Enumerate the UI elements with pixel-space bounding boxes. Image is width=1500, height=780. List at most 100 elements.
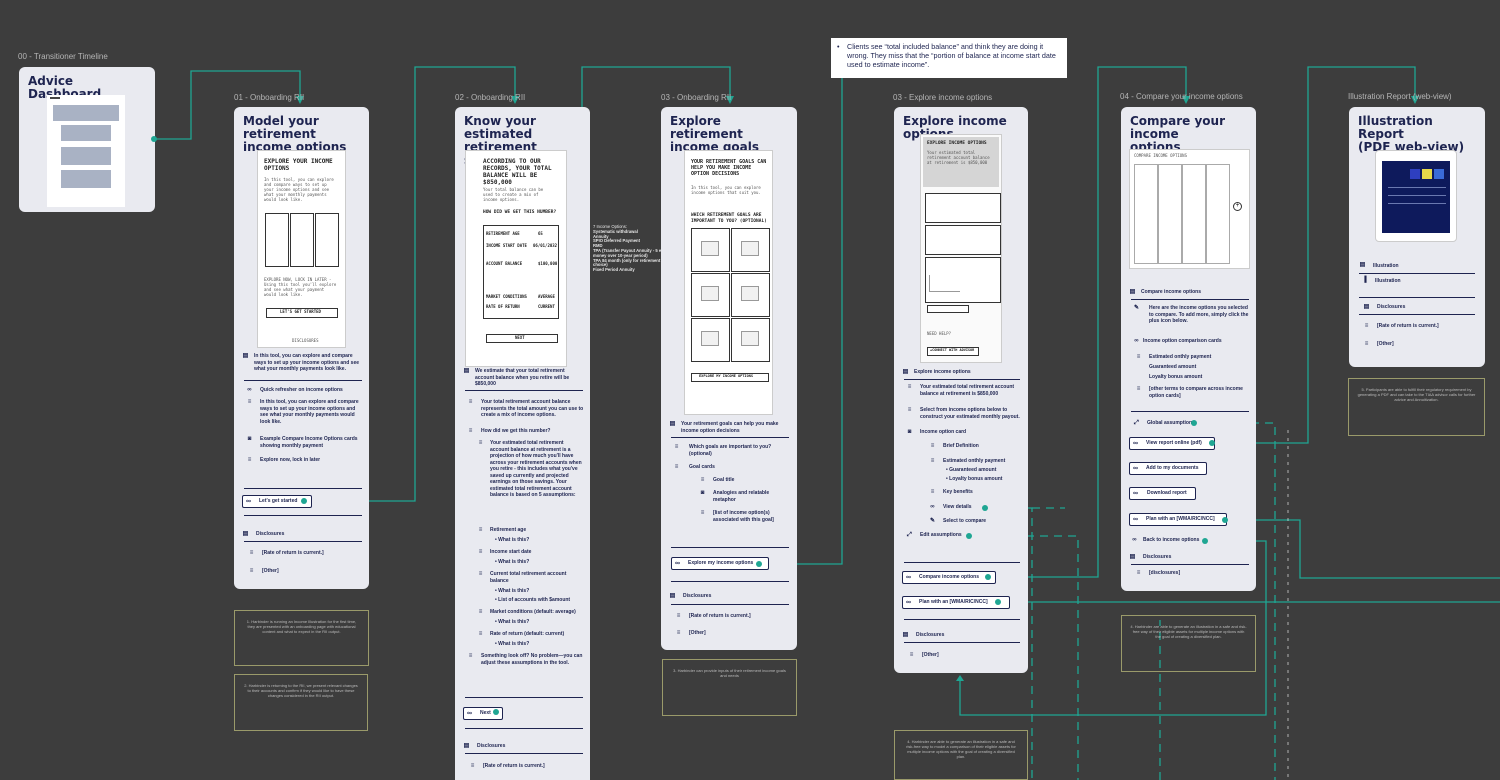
- f2-wire-val-1: 65: [538, 231, 543, 236]
- compare-income-options-button[interactable]: ∞Compare income options: [902, 571, 996, 584]
- note-2: 2. Harbinder is returning to the RII, we…: [234, 674, 368, 731]
- income-option-7: Fixed Period Annuity: [593, 267, 635, 273]
- f6-disc-1: [Rate of return is current.]: [1377, 323, 1439, 329]
- f2-wire-val-4: AVERAGE: [538, 294, 555, 299]
- connector-dot: [995, 599, 1001, 605]
- frame-illustration-report[interactable]: Illustration Report (PDF web-view) ▤ Ill…: [1349, 107, 1485, 367]
- f5-item-5: Loyalty bonus amount: [1149, 374, 1203, 380]
- f6-disclosures: Disclosures: [1377, 304, 1406, 310]
- f1-wireframe: EXPLORE YOUR INCOME OPTIONS In this tool…: [257, 150, 346, 348]
- pencil-icon: ✎: [929, 518, 936, 524]
- f1-item-1: Quick refresher on income options: [260, 387, 343, 393]
- list-icon: ≡: [930, 443, 935, 449]
- f3-disclosures: Disclosures: [683, 593, 712, 599]
- add-to-my-documents-button[interactable]: ∞Add to my documents: [1129, 462, 1207, 475]
- f5-disc-1: [disclosures]: [1149, 570, 1181, 576]
- list-icon: ≡: [700, 510, 705, 516]
- income-option-1: Systematic withdrawal: [593, 228, 638, 234]
- document-icon: ▤: [1359, 262, 1366, 268]
- link-icon: ∞: [1133, 490, 1138, 497]
- pencil-icon: ✎: [1133, 305, 1140, 311]
- f4-item-2: Select from income options below to cons…: [920, 407, 1020, 420]
- download-report-button[interactable]: ∞Download report: [1129, 487, 1196, 500]
- f3-disc-2: [Other]: [689, 630, 706, 636]
- f5-wireframe: COMPARE INCOME OPTIONS +: [1129, 149, 1250, 269]
- f5-item-7[interactable]: Global assumptions: [1147, 420, 1195, 426]
- camera-icon: ◙: [700, 490, 705, 496]
- f3-wire-heading: YOUR RETIREMENT GOALS CAN HELP YOU MAKE …: [691, 159, 767, 177]
- f3-item-3: Goal title: [713, 477, 735, 483]
- f2-cta-label: Next: [480, 710, 491, 716]
- f1-item-4: Explore now, lock in later: [260, 457, 321, 463]
- f1-cta-label: Let's get started: [259, 498, 298, 504]
- f6-item-2: Illustration: [1375, 278, 1401, 284]
- research-callout: • Clients see “total included balance” a…: [831, 38, 1067, 78]
- frame-label-transitioner: 00 - Transitioner Timeline: [18, 52, 108, 61]
- f4-item-5: Estimated onthly payment: [943, 458, 1006, 464]
- lets-get-started-button[interactable]: ∞Let's get started: [242, 495, 312, 508]
- f4-item-10[interactable]: Select to compare: [943, 518, 987, 524]
- frame-model-income-options[interactable]: Model your retirement income options EXP…: [234, 107, 369, 589]
- connector-dot: [756, 561, 762, 567]
- view-report-online-button[interactable]: ∞View report online (pdf): [1129, 437, 1215, 450]
- list-icon: ≡: [1136, 354, 1141, 360]
- f2-wire-row-5: RATE OF RETURN: [486, 304, 520, 309]
- connector-dot: [1209, 440, 1215, 446]
- document-icon: ▤: [463, 368, 470, 374]
- income-option-6: TPA 84 month (only for retirement choice…: [593, 257, 661, 268]
- link-icon: ∞: [906, 599, 911, 606]
- f4-wireframe: EXPLORE INCOME OPTIONS Your estimated to…: [920, 134, 1002, 363]
- f1-intro: In this tool, you can explore and compar…: [254, 353, 360, 372]
- f1-wire-button: LET'S GET STARTED: [280, 309, 321, 314]
- list-icon: ≡: [470, 763, 475, 769]
- link-icon: ∞: [1132, 537, 1137, 543]
- frame-compare-income-options[interactable]: Compare your income options COMPARE INCO…: [1121, 107, 1256, 591]
- link-icon: ∞: [930, 504, 935, 510]
- explore-my-income-options-button[interactable]: ∞Explore my income options: [671, 557, 769, 570]
- f2-item-1: Your total retirement account balance re…: [481, 399, 584, 418]
- f6-title: Illustration Report (PDF web-view): [1358, 114, 1465, 154]
- list-icon: ≡: [468, 399, 473, 405]
- f2-item-13: Rate of return (default: current): [490, 631, 565, 637]
- list-icon: ≡: [478, 571, 483, 577]
- list-icon: ≡: [478, 527, 483, 533]
- note-1: 1. Harbinder is running an Income Illust…: [234, 610, 369, 666]
- document-icon: ▤: [242, 353, 249, 359]
- f4-item-11[interactable]: Edit assumptions: [920, 532, 962, 538]
- link-icon: ∞: [1133, 465, 1138, 472]
- f3-item-4: Analogies and relatable metaphor: [713, 490, 770, 503]
- f4-item-3: Income option card: [920, 429, 967, 435]
- list-icon: ≡: [247, 399, 252, 405]
- back-to-income-options-link[interactable]: Back to income options: [1143, 537, 1200, 543]
- income-option-2: Annuity: [593, 233, 609, 239]
- f5-item-2: Income option comparison cards: [1143, 338, 1222, 344]
- f2-wire-heading: ACCORDING TO OUR RECORDS, YOUR TOTAL BAL…: [483, 158, 552, 186]
- list-icon: ≡: [1136, 386, 1141, 392]
- connector-dot: [301, 498, 307, 504]
- list-icon: ≡: [907, 407, 912, 413]
- frame-estimated-savings[interactable]: Know your estimated retirement savings A…: [455, 107, 590, 780]
- f1-disc-2: [Other]: [262, 568, 279, 574]
- f4-item-9[interactable]: View details: [943, 504, 972, 510]
- plan-with-advisor-button-2[interactable]: ∞Plan with an [WMA/RIC/NCC]: [1129, 513, 1227, 526]
- plus-icon[interactable]: +: [1233, 202, 1242, 211]
- f1-disclosures: Disclosures: [256, 531, 285, 537]
- f2-item-2: How did we get this number?: [481, 428, 551, 434]
- connector-dot: [966, 533, 972, 539]
- f3-item-1: Which goals are important to you? (optio…: [689, 444, 772, 457]
- f6-item-1: Illustration: [1373, 263, 1399, 269]
- f4-cta2-label: Plan with an [WMA/RIC/NCC]: [919, 599, 988, 605]
- f5-cta4-label: Plan with an [WMA/RIC/NCC]: [1146, 516, 1215, 522]
- f2-wire-row-4: MARKET CONDITIONS: [486, 294, 527, 299]
- frame-retirement-goals[interactable]: Explore retirement income goals YOUR RET…: [661, 107, 797, 650]
- f2-disclosures: Disclosures: [477, 743, 506, 749]
- chart-icon: ▐: [1362, 277, 1367, 283]
- list-icon: ≡: [249, 568, 254, 574]
- list-icon: ≡: [468, 653, 473, 659]
- list-icon: ≡: [247, 457, 252, 463]
- advice-dashboard-frame[interactable]: Advice Dashboard: [19, 67, 155, 212]
- link-icon: ∞: [1133, 440, 1138, 447]
- list-icon: ≡: [249, 550, 254, 556]
- frame-explore-income-options[interactable]: Explore income options EXPLORE INCOME OP…: [894, 107, 1028, 673]
- plan-with-advisor-button[interactable]: ∞ Plan with an [WMA/RIC/NCC]: [902, 596, 1010, 609]
